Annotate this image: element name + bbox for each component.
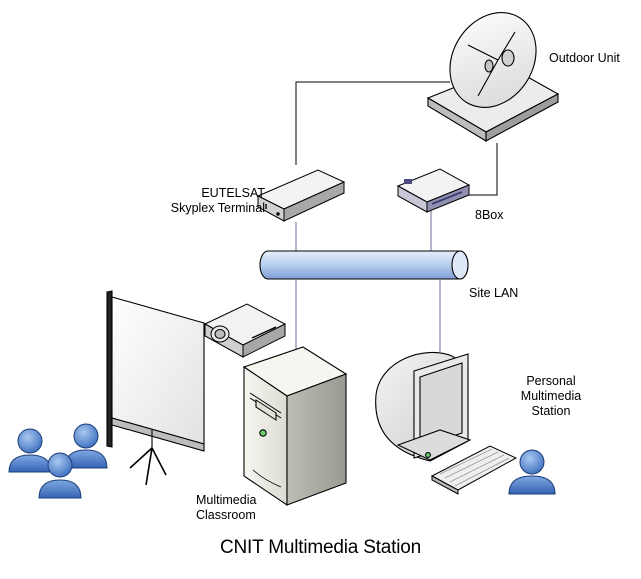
monitor-icon	[375, 351, 472, 462]
skyplex-terminal-label: EUTELSAT Skyplex Terminal	[160, 186, 265, 216]
classroom-label-line2: Classroom	[196, 508, 256, 522]
user-icon	[64, 423, 108, 469]
link-box-to-dish	[469, 143, 498, 196]
projection-screen-icon	[106, 290, 205, 486]
personal-station-label-line2: Multimedia	[520, 389, 582, 403]
classroom-label-line1: Multimedia	[196, 493, 257, 507]
box-label: 8Box	[475, 208, 504, 222]
site-lan-label: Site LAN	[469, 286, 519, 300]
lan-pipe-icon	[259, 250, 469, 280]
satellite-dish-icon	[426, 12, 560, 142]
personal-station-label-line3: Station	[531, 404, 571, 418]
server-tower-icon	[242, 346, 348, 507]
classroom-label: Multimedia Classroom	[196, 493, 256, 523]
personal-station-label: Personal Multimedia Station	[509, 374, 593, 419]
skyplex-terminal-label-line1: EUTELSAT	[201, 186, 265, 200]
diagram-caption: CNIT Multimedia Station	[220, 537, 421, 558]
link-terminal-to-dish	[295, 81, 450, 165]
link-lines	[295, 81, 498, 196]
lan-drops	[295, 210, 441, 352]
user-icon	[508, 449, 556, 495]
keyboard-icon	[430, 445, 518, 495]
user-group-icon	[8, 423, 108, 499]
user-icon	[8, 428, 52, 473]
projector-icon	[203, 303, 287, 358]
outdoor-unit-label: Outdoor Unit	[549, 51, 620, 65]
skyplex-terminal-label-line2: Skyplex Terminal	[170, 201, 265, 215]
user-icon	[38, 452, 82, 499]
skyplex-terminal-icon	[256, 169, 346, 222]
box-device-icon	[396, 168, 471, 213]
personal-station-label-line1: Personal	[526, 374, 576, 388]
